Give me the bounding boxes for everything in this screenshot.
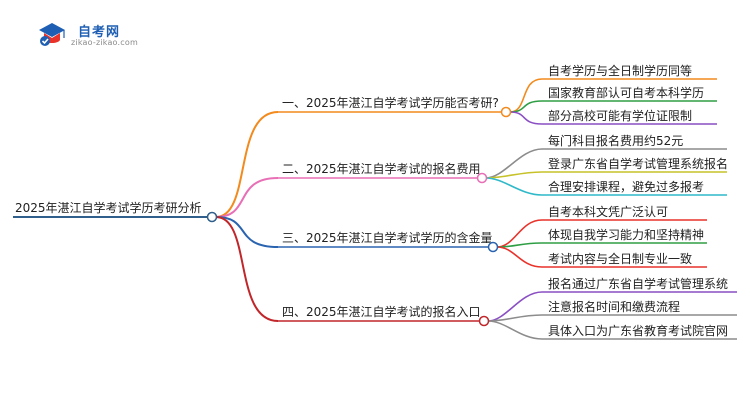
logo-name: 自考网: [78, 25, 121, 40]
root-node-circle[interactable]: [206, 211, 218, 223]
leaf-4-2-label: 注意报名时间和缴费流程: [548, 299, 680, 314]
leaf-1-1-label: 自考学历与全日制学历同等: [548, 63, 692, 78]
branch-2-node-circle[interactable]: [476, 172, 488, 184]
leaf-2-3-label: 合理安排课程，避免过多报考: [548, 179, 704, 194]
leaf-3-3-connector: [496, 246, 543, 268]
site-logo[interactable]: 自考网 zikao-zikao.com: [36, 20, 146, 50]
branch-4-node-circle[interactable]: [478, 315, 490, 327]
leaf-2-2-label: 登录广东省自学考试管理系统报名: [548, 156, 728, 171]
leaf-4-3-label: 具体入口为广东省教育考试院官网: [548, 323, 728, 338]
branch-2-connector: [215, 177, 279, 218]
branch-2-label: 二、2025年湛江自学考试的报名费用: [282, 161, 481, 176]
leaf-2-2-connector: [485, 171, 543, 179]
branch-3-node-circle[interactable]: [487, 241, 499, 253]
root-label: 2025年湛江自学考试学历考研分析: [15, 200, 202, 215]
mind-map-nodes: 2025年湛江自学考试学历考研分析 一、2025年湛江自学考试学历能否考研? 自考…: [13, 63, 728, 338]
leaf-2-1-label: 每门科目报名费用约52元: [548, 133, 683, 148]
leaf-3-2-label: 体现自我学习能力和坚持精神: [548, 227, 704, 242]
branch-3-connector: [215, 216, 279, 248]
leaf-3-1-label: 自考本科文凭广泛认可: [548, 204, 668, 219]
leaf-1-2-label: 国家教育部认可自考本科学历: [548, 85, 704, 100]
leaf-2-1-connector: [485, 148, 543, 179]
leaf-4-1-label: 报名通过广东省自学考试管理系统: [548, 276, 728, 291]
branch-1-connector: [215, 111, 279, 218]
leaf-3-3-label: 考试内容与全日制专业一致: [548, 251, 692, 266]
leaf-1-1-connector: [509, 78, 543, 113]
leaf-2-3-connector: [485, 177, 543, 196]
leaf-4-3-connector: [487, 320, 543, 340]
branch-4-label: 四、2025年湛江自学考试的报名入口: [282, 304, 481, 319]
mind-map-edges: [215, 78, 737, 340]
branch-4-connector: [215, 216, 279, 322]
branch-1-node-circle[interactable]: [500, 106, 512, 118]
leaf-1-3-label: 部分高校可能有学位证限制: [548, 108, 692, 123]
leaf-1-3-connector: [509, 111, 543, 125]
graduation-cap-icon: [39, 23, 65, 46]
logo-url: zikao-zikao.com: [71, 38, 138, 47]
leaf-4-1-connector: [487, 291, 543, 322]
branch-3-label: 三、2025年湛江自学考试学历的含金量: [282, 230, 493, 245]
branch-1-label: 一、2025年湛江自学考试学历能否考研?: [282, 95, 499, 110]
leaf-4-2-connector: [487, 314, 543, 322]
